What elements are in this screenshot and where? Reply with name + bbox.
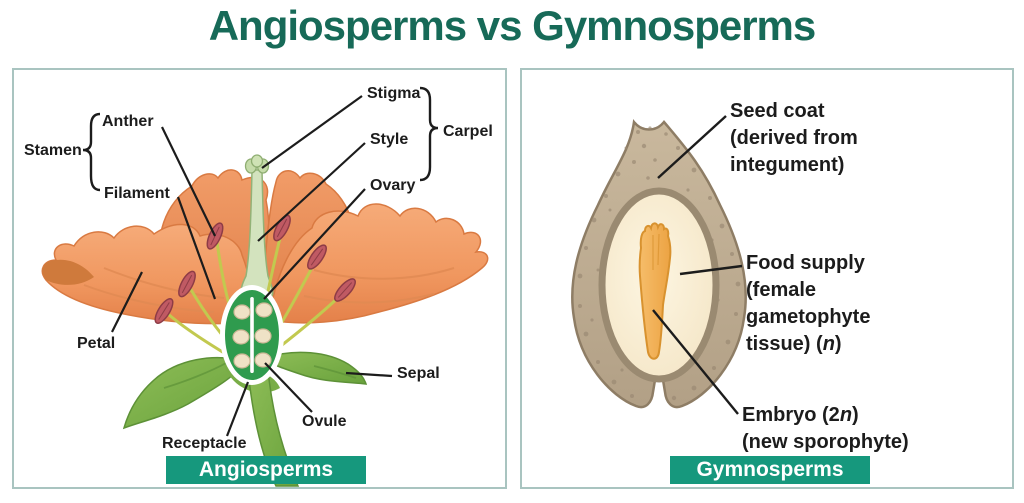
seed-leader-lines bbox=[652, 115, 743, 415]
label-style: Style bbox=[370, 131, 409, 148]
flower-left-petal bbox=[41, 223, 254, 325]
flower-ovules bbox=[232, 302, 273, 369]
seed-embryo bbox=[638, 222, 672, 360]
label-ovary: Ovary bbox=[370, 177, 416, 194]
label-sepal: Sepal bbox=[397, 365, 440, 382]
label-stamen: Stamen bbox=[24, 142, 82, 159]
label-receptacle: Receptacle bbox=[162, 435, 247, 452]
label-stigma: Stigma bbox=[367, 85, 421, 102]
page-title: Angiosperms vs Gymnosperms bbox=[208, 2, 817, 49]
angiosperms-banner: Angiosperms bbox=[166, 456, 366, 484]
label-carpel: Carpel bbox=[443, 123, 493, 140]
label-seed-coat: Seed coat (derived from integument) bbox=[730, 100, 858, 176]
seed-illustration bbox=[571, 115, 747, 415]
flower-leader-lines bbox=[111, 95, 393, 437]
label-embryo: Embryo (2n) (new sporophyte) bbox=[742, 404, 909, 453]
seed-coat-speckles bbox=[577, 126, 741, 401]
carpel-brace bbox=[419, 86, 439, 182]
label-anther: Anther bbox=[102, 113, 154, 130]
gymnosperms-banner: Gymnosperms bbox=[670, 456, 870, 484]
label-ovule: Ovule bbox=[302, 413, 347, 430]
label-filament: Filament bbox=[104, 185, 170, 202]
flower-anthers bbox=[154, 214, 356, 324]
flower-ovary bbox=[220, 285, 284, 385]
angiosperm-panel: Stamen Anther Filament Stigma Style Carp… bbox=[12, 68, 507, 489]
label-food-supply: Food supply (female gametophyte tissue) … bbox=[746, 252, 871, 355]
gymnosperm-panel: Seed coat (derived from integument) Food… bbox=[520, 68, 1014, 489]
stamen-brace bbox=[82, 112, 101, 192]
label-petal: Petal bbox=[77, 335, 116, 352]
flower-illustration bbox=[41, 86, 489, 487]
